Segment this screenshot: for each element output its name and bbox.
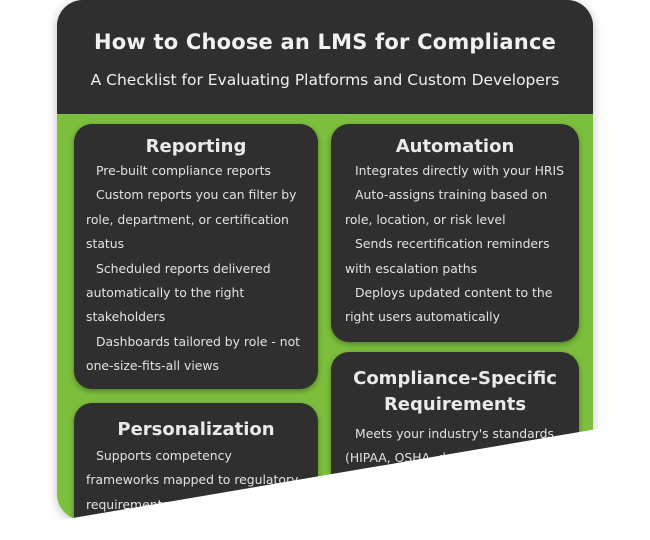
automation-heading: Automation (395, 136, 515, 157)
compliance-heading: Compliance-Specific Requirements (353, 368, 557, 415)
page-title: How to Choose an LMS for Compliance (93, 30, 557, 54)
page-subtitle: A Checklist for Evaluating Platforms and… (90, 71, 560, 89)
personalization-heading: Personalization (117, 419, 275, 440)
reporting-item: Pre-built compliance reports (96, 163, 271, 178)
automation-item: Sends recertification reminders with esc… (345, 236, 550, 276)
reporting-item: Scheduled reports delivered automaticall… (86, 260, 271, 325)
infographic-card: How to Choose an LMS for Compliance A Ch… (57, 0, 593, 520)
automation-list: Integrates directly with your HRIS Auto-… (331, 157, 579, 330)
personalization-item: Supports competency frameworks mapped to… (86, 448, 299, 512)
reporting-list: Pre-built compliance reports Custom repo… (74, 157, 318, 379)
automation-item: Auto-assigns training based on role, loc… (345, 187, 548, 227)
reporting-heading: Reporting (145, 136, 247, 157)
automation-panel: Automation Integrates directly with your… (331, 124, 579, 342)
automation-item: Deploys updated content to the right use… (345, 285, 553, 325)
header-banner: How to Choose an LMS for Compliance A Ch… (57, 0, 593, 114)
reporting-item: Dashboards tailored by role - not one-si… (86, 333, 301, 374)
automation-item: Integrates directly with your HRIS (355, 163, 565, 178)
reporting-panel: Reporting Pre-built compliance reports C… (74, 124, 318, 389)
personalization-list: Supports competency frameworks mapped to… (74, 440, 318, 517)
reporting-item: Custom reports you can filter by role, d… (86, 187, 297, 252)
